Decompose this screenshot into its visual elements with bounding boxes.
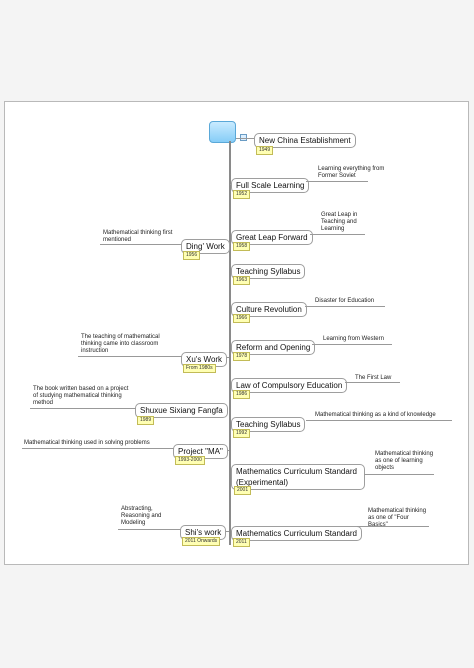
- note-great-leap-forward: Great Leap in Teaching and Learning: [321, 212, 358, 232]
- note-xus-work: The teaching of mathematical thinking ca…: [81, 334, 160, 354]
- year-marker: 1978: [233, 352, 251, 361]
- year-marker: 1952: [233, 190, 251, 199]
- connector: [78, 356, 182, 357]
- topic-reform-and-opening[interactable]: Reform and Opening: [231, 340, 316, 355]
- note-mathematics-curriculum-standard-experimental: Mathematical thinking as one of learning…: [375, 451, 434, 471]
- connector: [30, 408, 136, 409]
- note-ding-work: Mathematical thinking first mentioned: [103, 230, 173, 243]
- connector: [236, 138, 254, 139]
- topic-mathematics-curriculum-standard-experimental[interactable]: Mathematics Curriculum Standard (Experim…: [231, 464, 365, 490]
- topic-teaching-syllabus-1992[interactable]: Teaching Syllabus: [231, 417, 306, 432]
- connector: [310, 234, 365, 235]
- connector: [305, 306, 385, 307]
- note-teaching-syllabus-1992: Mathematical thinking as a kind of knowl…: [315, 412, 436, 418]
- connector: [364, 474, 434, 475]
- topic-ding-work[interactable]: Ding' Work: [181, 239, 230, 254]
- year-marker: 1963: [233, 276, 251, 285]
- note-shuxue-sixiang-fangfa: The book written based on a project of s…: [33, 386, 129, 406]
- year-marker: 1993-2000: [175, 456, 205, 465]
- year-marker: 1949: [256, 146, 274, 155]
- topic-culture-revolution[interactable]: Culture Revolution: [231, 302, 307, 317]
- year-marker: 1992: [233, 429, 251, 438]
- connector: [22, 448, 174, 449]
- year-marker: 2001: [234, 486, 252, 495]
- topic-full-scale-learning[interactable]: Full Scale Learning: [231, 178, 310, 193]
- note-law-of-compulsory-education: The First Law: [355, 375, 392, 381]
- topic-new-china-establishment[interactable]: New China Establishment: [254, 133, 356, 148]
- note-reform-and-opening: Learning from Western: [323, 336, 384, 342]
- central-topic[interactable]: [209, 121, 236, 143]
- topic-law-of-compulsory-education[interactable]: Law of Compulsory Education: [231, 378, 348, 393]
- note-full-scale-learning: Learning everything from Former Soviet: [318, 166, 385, 179]
- year-marker: 1958: [233, 242, 251, 251]
- year-marker: From 1980s: [183, 364, 216, 373]
- topic-mathematics-curriculum-standard-2011[interactable]: Mathematics Curriculum Standard: [231, 526, 362, 541]
- year-marker: 1956: [183, 251, 201, 260]
- year-marker: 2011 Onwards: [182, 537, 221, 546]
- connector: [306, 181, 368, 182]
- connector: [312, 344, 392, 345]
- connector: [118, 529, 181, 530]
- timeline-spine: [229, 141, 231, 545]
- topic-great-leap-forward[interactable]: Great Leap Forward: [231, 230, 313, 245]
- year-marker: 1986: [233, 390, 251, 399]
- note-icon: [240, 134, 247, 141]
- connector: [357, 526, 429, 527]
- topic-shuxue-sixiang-fangfa[interactable]: Shuxue Sixiang Fangfa: [135, 403, 228, 418]
- year-marker: 1989: [137, 416, 155, 425]
- note-culture-revolution: Disaster for Education: [315, 298, 375, 304]
- connector: [306, 420, 452, 421]
- year-marker: 1966: [233, 314, 251, 323]
- note-mathematics-curriculum-standard-2011: Mathematical thinking as one of "Four Ba…: [368, 508, 427, 528]
- note-shis-work: Abstracting, Reasoning and Modeling: [121, 506, 162, 526]
- connector: [100, 244, 182, 245]
- note-project-ma: Mathematical thinking used in solving pr…: [24, 440, 150, 446]
- connector: [345, 382, 400, 383]
- topic-teaching-syllabus-1963[interactable]: Teaching Syllabus: [231, 264, 306, 279]
- document-page: [4, 101, 469, 565]
- year-marker: 2011: [233, 538, 250, 547]
